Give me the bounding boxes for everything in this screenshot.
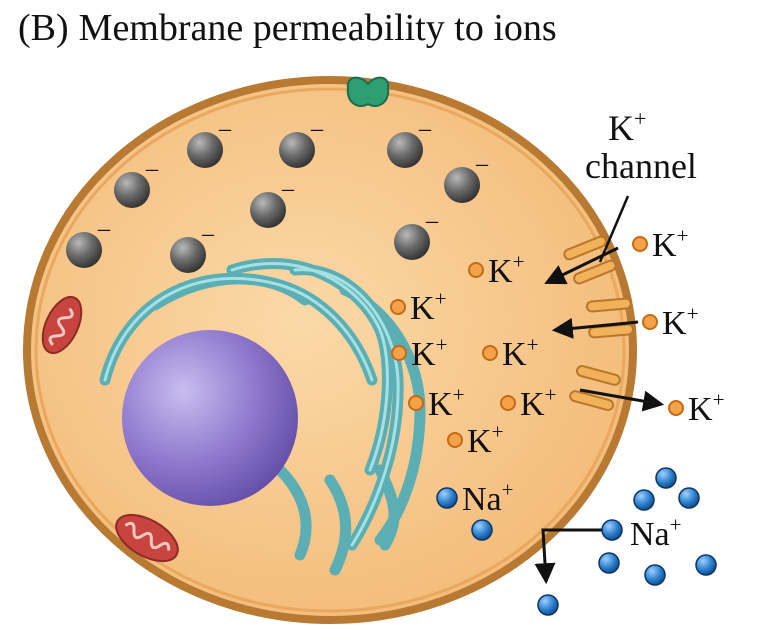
ion-label: K+	[520, 382, 556, 423]
ion-label: Na+	[630, 512, 682, 553]
na-pointer-line	[534, 528, 604, 585]
anion-charge: –	[310, 116, 324, 142]
k-channel-icon	[563, 235, 617, 285]
anion-particle	[279, 132, 315, 168]
mitochondrion-icon	[41, 295, 83, 355]
anion-particle	[66, 232, 102, 268]
k-ion-particle	[390, 299, 406, 315]
k-ion-particle	[468, 262, 484, 278]
k-ion-particle	[391, 345, 407, 361]
anion-particle	[387, 132, 423, 168]
ion-label: K+	[428, 382, 464, 423]
anion-charge: –	[475, 151, 489, 177]
figure-title: (B)Membrane permeability to ions	[18, 6, 557, 50]
ion-label: Na+	[462, 477, 514, 518]
anion-particle	[170, 237, 206, 273]
ion-label: K+	[688, 387, 724, 428]
ion-label: K+	[662, 301, 698, 342]
nucleus-icon	[122, 330, 298, 506]
anion-particle	[394, 224, 430, 260]
anion-charge: –	[418, 116, 432, 142]
k-ion-particle	[482, 345, 498, 361]
k-channel-icon	[585, 297, 635, 339]
k-ion-particle	[642, 314, 658, 330]
channel-label-k: K+	[608, 106, 646, 148]
anion-particle	[114, 172, 150, 208]
ion-label: K+	[488, 249, 524, 290]
k-ion-particle	[408, 395, 424, 411]
ion-label: K+	[411, 332, 447, 373]
mitochondrion-icon	[115, 513, 179, 563]
na-ion-particle	[436, 487, 458, 509]
ion-label: K+	[652, 223, 688, 264]
ion-label: K+	[410, 286, 446, 327]
anion-particle	[444, 167, 480, 203]
k-ion-particle	[632, 236, 648, 252]
anion-particle	[187, 132, 223, 168]
ion-label: K+	[502, 332, 538, 373]
k-ion-particle	[668, 400, 684, 416]
na-ion-particle	[471, 519, 493, 541]
na-ion-particle	[598, 552, 620, 574]
anion-particle	[250, 192, 286, 228]
na-ion-particle	[633, 489, 655, 511]
na-ion-particle	[644, 564, 666, 586]
na-ion-particle	[655, 467, 677, 489]
k-ion-particle	[447, 432, 463, 448]
k-efflux-arrow	[579, 388, 665, 412]
anion-charge: –	[145, 156, 159, 182]
pump-protein-icon	[346, 76, 390, 107]
anion-charge: –	[218, 116, 232, 142]
anion-charge: –	[201, 221, 215, 247]
flux-arrows	[534, 195, 665, 585]
na-ion-particle	[601, 519, 623, 541]
k-ion-particle	[500, 395, 516, 411]
cell-membrane-inner	[34, 87, 626, 613]
k-channel-icon	[569, 365, 621, 411]
na-ion-particle	[537, 594, 559, 616]
channel-label-text: channel	[585, 146, 697, 186]
anion-charge: –	[425, 208, 439, 234]
k-influx-arrow	[544, 246, 619, 285]
panel-label: (B)	[18, 7, 69, 49]
title-text: Membrane permeability to ions	[78, 7, 557, 49]
na-ion-particle	[695, 554, 717, 576]
k-influx-arrow	[551, 317, 639, 339]
na-ion-particle	[678, 487, 700, 509]
ion-label: K+	[467, 419, 503, 460]
channel-pointer-line	[598, 195, 630, 263]
anion-charge: –	[97, 216, 111, 242]
anion-charge: –	[281, 176, 295, 202]
